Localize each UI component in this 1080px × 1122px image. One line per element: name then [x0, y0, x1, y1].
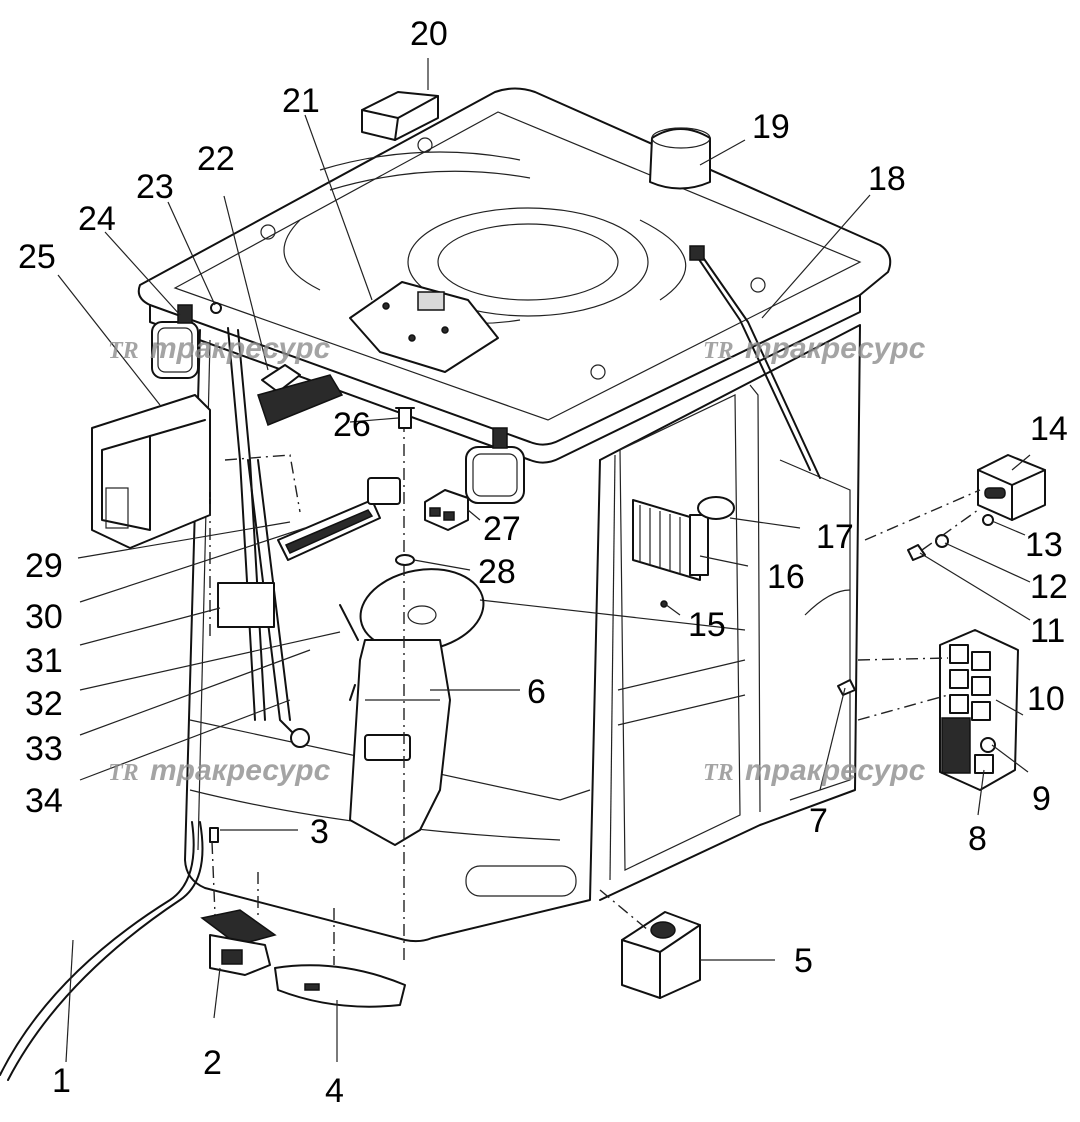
- label-29: 29: [25, 547, 63, 585]
- watermark-bottom-left: TR тракресурс: [108, 754, 331, 787]
- label-34: 34: [25, 782, 63, 820]
- washer-12: [935, 534, 949, 548]
- watermark-top-right: TR тракресурс: [703, 332, 926, 365]
- svg-text:TR: TR: [108, 760, 139, 786]
- switch-panel: [277, 477, 401, 561]
- lever-33: [339, 604, 359, 641]
- front-wiper: [217, 327, 310, 748]
- label-4: 4: [325, 1072, 344, 1110]
- roof-console: [349, 281, 499, 373]
- svg-text:тракресурс: тракресурс: [150, 332, 331, 365]
- bolt-11: [907, 544, 926, 561]
- label-19: 19: [752, 108, 790, 146]
- label-16: 16: [767, 558, 805, 596]
- label-11: 11: [1030, 612, 1065, 650]
- label-10: 10: [1027, 680, 1065, 718]
- label-30: 30: [25, 598, 63, 636]
- label-24: 24: [78, 200, 116, 238]
- left-mirror: [151, 304, 199, 379]
- watermark-top-left: TR тракресурс: [108, 332, 331, 365]
- label-3: 3: [310, 813, 329, 851]
- label-27: 27: [483, 510, 521, 548]
- part-labels: 1 2 3 4 5 6 7 8 9 10 11 12 13 14 15 16 1…: [18, 15, 1068, 1110]
- roof-control-block: [361, 91, 439, 141]
- label-7: 7: [809, 802, 828, 840]
- svg-text:TR: TR: [108, 338, 139, 364]
- bolt-3: [209, 827, 219, 843]
- leader-lines: [57, 58, 1031, 1063]
- washer-28: [395, 554, 415, 566]
- label-6: 6: [527, 673, 546, 711]
- label-32: 32: [25, 685, 63, 723]
- cab-body: [184, 324, 861, 943]
- label-28: 28: [478, 553, 516, 591]
- label-25: 25: [18, 238, 56, 276]
- label-18: 18: [868, 160, 906, 198]
- heater-unit: [257, 364, 344, 426]
- screw-15: [660, 600, 668, 608]
- label-1: 1: [52, 1062, 71, 1100]
- label-17: 17: [816, 518, 854, 556]
- svg-text:тракресурс: тракресурс: [150, 754, 331, 787]
- label-23: 23: [136, 168, 174, 206]
- label-22: 22: [197, 140, 235, 178]
- side-box: [91, 394, 211, 549]
- svg-text:TR: TR: [703, 338, 734, 364]
- washer-tank: [621, 911, 701, 999]
- cover-cap: [697, 496, 735, 520]
- svg-text:тракресурс: тракресурс: [745, 754, 926, 787]
- drain-hose-inner: [0, 821, 195, 1076]
- label-20: 20: [410, 15, 448, 53]
- beacon-lamp: [649, 127, 711, 190]
- relay-box: [977, 454, 1046, 521]
- label-14: 14: [1030, 410, 1068, 448]
- accelerator-pedal: [200, 909, 277, 976]
- label-2: 2: [203, 1044, 222, 1082]
- nut-13: [982, 514, 994, 526]
- heater-radiator: [632, 499, 709, 581]
- label-26: 26: [333, 406, 371, 444]
- switch-block: [424, 489, 469, 531]
- label-13: 13: [1025, 526, 1063, 564]
- label-21: 21: [282, 82, 320, 120]
- plug-7: [837, 679, 856, 696]
- washer-nozzle: [210, 302, 222, 314]
- drain-hose: [7, 821, 204, 1081]
- right-mirror: [465, 427, 525, 504]
- floor-cover: [274, 964, 406, 1008]
- steering-column: [349, 420, 485, 960]
- lever-32: [349, 684, 356, 701]
- assembly-lines: [209, 454, 981, 965]
- bolt-26: [395, 407, 415, 429]
- label-8: 8: [968, 820, 987, 858]
- label-5: 5: [794, 942, 813, 980]
- fuse-block: [939, 629, 1019, 791]
- svg-text:TR: TR: [703, 760, 734, 786]
- label-31: 31: [25, 642, 63, 680]
- label-33: 33: [25, 730, 63, 768]
- label-12: 12: [1030, 568, 1068, 606]
- svg-text:тракресурс: тракресурс: [745, 332, 926, 365]
- label-9: 9: [1032, 780, 1051, 818]
- watermark-bottom-right: TR тракресурс: [703, 754, 926, 787]
- roof-wiper: [689, 245, 821, 479]
- label-15: 15: [688, 606, 726, 644]
